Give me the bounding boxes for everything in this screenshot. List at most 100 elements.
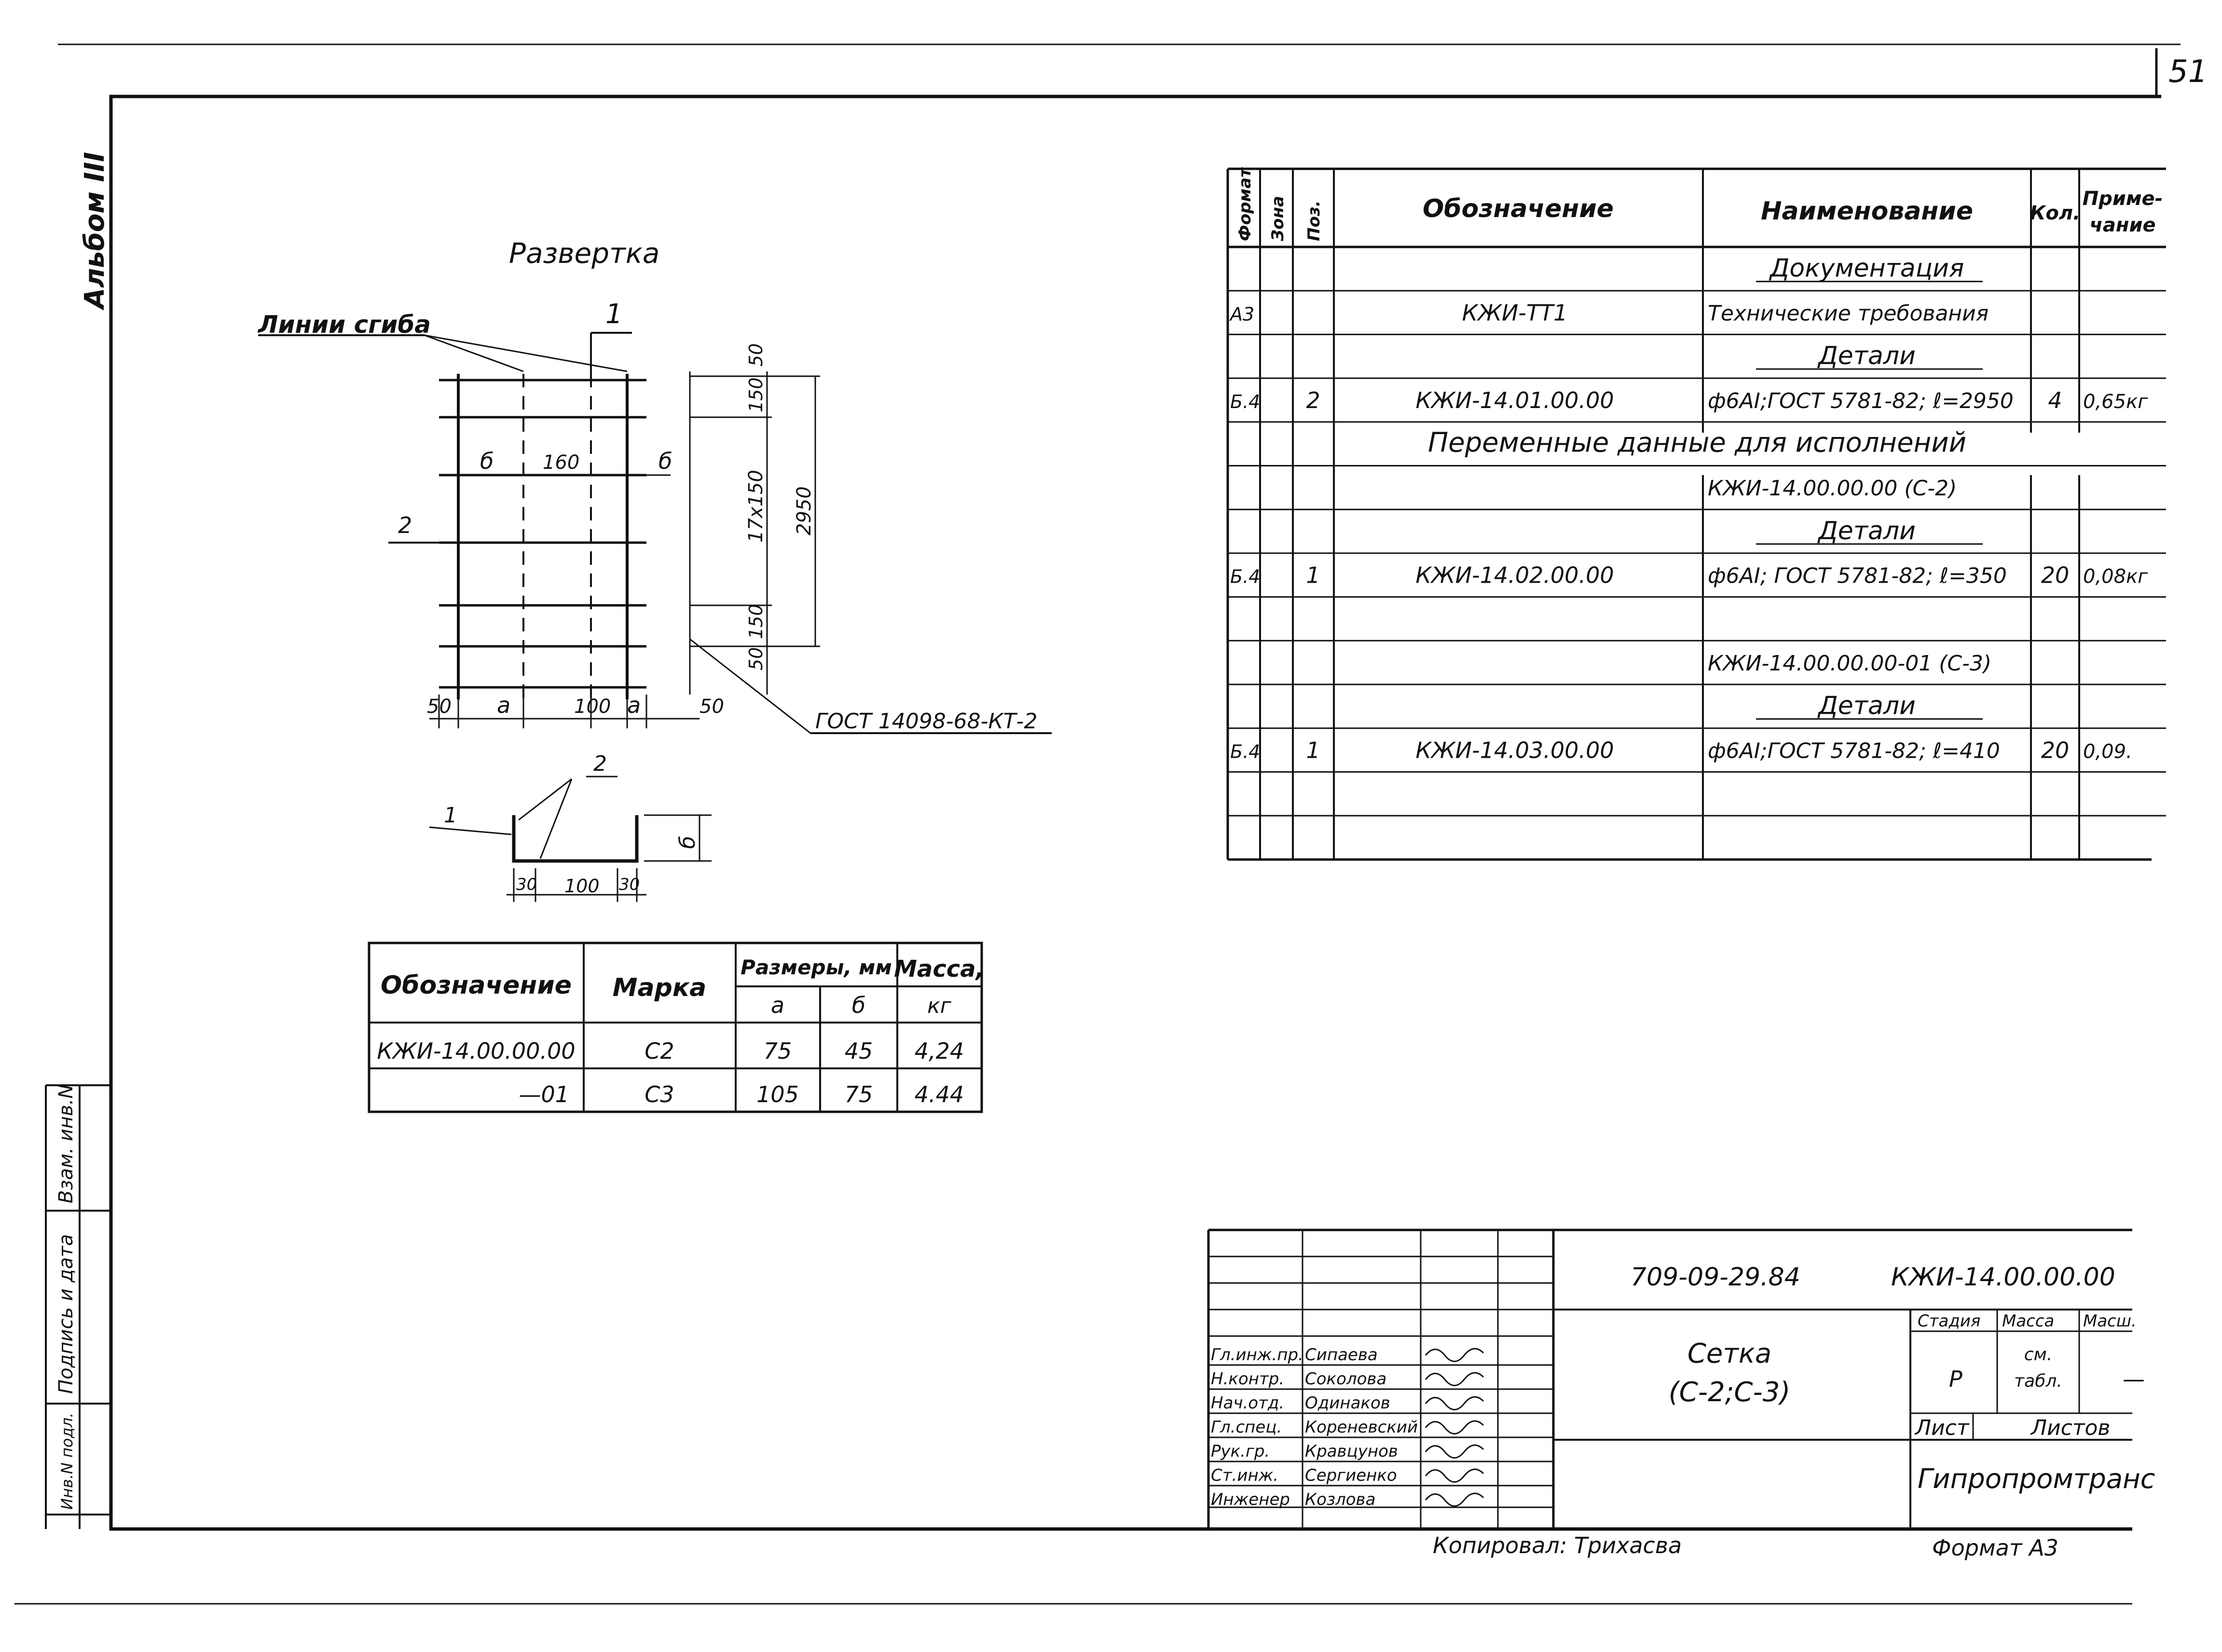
dim-b-right: б (658, 448, 672, 474)
signature-name: Одинаков (1305, 1393, 1390, 1413)
vt-row2-a: 105 (756, 1081, 799, 1107)
vt-header-b: б (852, 992, 865, 1018)
handwritten-signature (1425, 1396, 1484, 1410)
spec-header-designation: Обозначение (1423, 194, 1614, 223)
spec-cell-name: ф6АI;ГОСТ 5781-82; ℓ=2950 (1708, 389, 2014, 413)
dim-160: 160 (543, 451, 579, 474)
handwritten-signature (1425, 1444, 1484, 1459)
spec-header-format: Формат (1235, 167, 1255, 241)
mass-value-1: см. (2024, 1345, 2052, 1365)
signature-role: Гл.инж.пр. (1211, 1345, 1303, 1365)
dim-150-bot: 150 (745, 604, 767, 639)
title-line-2: (С-2;С-3) (1669, 1377, 1790, 1408)
spec-header-note-1: Приме- (2083, 188, 2163, 210)
spec-cell-name: Технические требования (1708, 301, 1989, 326)
mass-value-2: табл. (2014, 1371, 2062, 1391)
vt-header-mass-unit: кг (927, 994, 952, 1018)
dim-2950: 2950 (793, 486, 815, 535)
vt-row2-mass: 4.44 (915, 1081, 964, 1107)
handwritten-signature (1425, 1348, 1484, 1362)
spec-cell-name: Детали (1817, 692, 1916, 721)
margin-sign-date: Подпись и дата (55, 1234, 77, 1394)
stage-label: Стадия (1918, 1311, 1980, 1331)
section-dim-30-right: 30 (619, 875, 640, 894)
signature-role: Инженер (1211, 1490, 1290, 1509)
spec-cell-designation: КЖИ-14.02.00.00 (1415, 562, 1614, 588)
vt-header-designation: Обозначение (381, 971, 572, 1000)
vt-row1-designation: КЖИ-14.00.00.00 (377, 1038, 575, 1064)
title-line-1: Сетка (1687, 1338, 1771, 1369)
spec-cell-name: КЖИ-14.00.00.00 (С-2) (1708, 476, 1957, 501)
spec-cell-name: ф6АI;ГОСТ 5781-82; ℓ=410 (1708, 738, 2000, 763)
signature-name: Соколова (1305, 1369, 1386, 1389)
dim-b-left: б (480, 448, 494, 474)
signature-role: Гл.спец. (1211, 1418, 1282, 1437)
section-dim-30-left: 30 (516, 875, 537, 894)
spec-cell-format: Б.4 (1230, 566, 1260, 587)
spec-cell-note: 0,08кг (2083, 566, 2148, 588)
format-label: Формат А3 (1932, 1535, 2058, 1561)
handwritten-signature (1425, 1492, 1484, 1507)
section-pos-1: 1 (444, 803, 457, 828)
copied-by: Копировал: Трихасва (1433, 1532, 1682, 1558)
signature-role: Нач.отд. (1211, 1393, 1284, 1413)
vt-header-mass: Масса, (894, 956, 985, 983)
dim-50-right: 50 (700, 696, 724, 718)
spec-cell-name: Документация (1769, 254, 1964, 283)
spec-header-zone: Зона (1268, 196, 1288, 242)
stage-value: Р (1949, 1366, 1962, 1392)
vt-row1-a: 75 (764, 1038, 792, 1064)
scale-value: — (2123, 1366, 2145, 1392)
spec-cell-note: 0,65кг (2083, 391, 2148, 413)
vt-header-mark: Марка (613, 973, 706, 1002)
spec-header-name: Наименование (1761, 197, 1973, 226)
spec-cell-pos: 1 (1306, 562, 1320, 588)
handwritten-signature (1425, 1468, 1484, 1483)
dim-50-bot: 50 (745, 647, 767, 670)
left-margin-strip: Взам. инв.N Подпись и дата Инв.N подл. (45, 1084, 111, 1529)
page-number: 51 (2168, 54, 2208, 90)
dim-50-top: 50 (745, 343, 767, 367)
gost-weld-label: ГОСТ 14098-68-КТ-2 (815, 709, 1037, 734)
section-mark-1: 1 (605, 299, 623, 330)
spec-header-note-2: чание (2089, 214, 2155, 236)
vt-header-a: а (771, 992, 784, 1018)
variants-table: Обозначение Марка Размеры, мм Масса, а б… (368, 942, 985, 1113)
dim-150-top: 150 (745, 377, 767, 412)
vt-row2-designation: —01 (519, 1081, 569, 1107)
margin-inv: Взам. инв.N (55, 1084, 77, 1203)
bend-lines-label: Линии сгиба (257, 311, 431, 339)
handwritten-signature (1425, 1420, 1484, 1434)
signature-role: Ст.инж. (1211, 1466, 1278, 1485)
vt-row1-b: 45 (845, 1038, 873, 1064)
spec-cell-designation: КЖИ-14.01.00.00 (1415, 387, 1614, 413)
spec-cell-format: Б.4 (1230, 391, 1260, 412)
unfold-title: Развертка (509, 237, 659, 270)
spec-cell-qty: 20 (2041, 737, 2070, 763)
dim-a-right: а (627, 692, 641, 718)
mass-label: Масса (2002, 1311, 2054, 1331)
vt-row1-mass: 4,24 (915, 1038, 964, 1064)
section-dim-100: 100 (564, 875, 600, 897)
signature-list: Гл.инж.пр.СипаеваН.контр.СоколоваНач.отд… (1211, 1345, 1484, 1509)
dim-50-left: 50 (427, 696, 452, 718)
spec-cell-designation: КЖИ-14.03.00.00 (1415, 737, 1614, 763)
spec-cell-format: Б.4 (1230, 741, 1260, 762)
spec-header-pos: Поз. (1304, 201, 1324, 242)
signature-name: Кравцунов (1305, 1442, 1398, 1461)
sheets-label: Листов (2030, 1416, 2110, 1440)
spec-span-text: Переменные данные для исполнений (1428, 427, 1966, 458)
specification-table: Формат Зона Поз. Обозначение Наименовани… (1226, 167, 2166, 861)
vt-row2-mark: С3 (645, 1081, 674, 1107)
spec-cell-name: КЖИ-14.00.00.00-01 (С-3) (1708, 651, 1991, 676)
dim-a-left: а (497, 692, 510, 718)
project-code: 709-09-29.84 (1631, 1263, 1800, 1292)
signature-name: Сипаева (1305, 1345, 1378, 1365)
vt-header-sizes: Размеры, мм (741, 956, 892, 979)
spec-header-qty: Кол. (2030, 202, 2081, 224)
section-pos-2: 2 (593, 751, 607, 776)
signature-name: Козлова (1305, 1490, 1375, 1509)
organization: Гипропромтранс (1918, 1463, 2155, 1495)
spec-cell-pos: 2 (1306, 387, 1320, 413)
